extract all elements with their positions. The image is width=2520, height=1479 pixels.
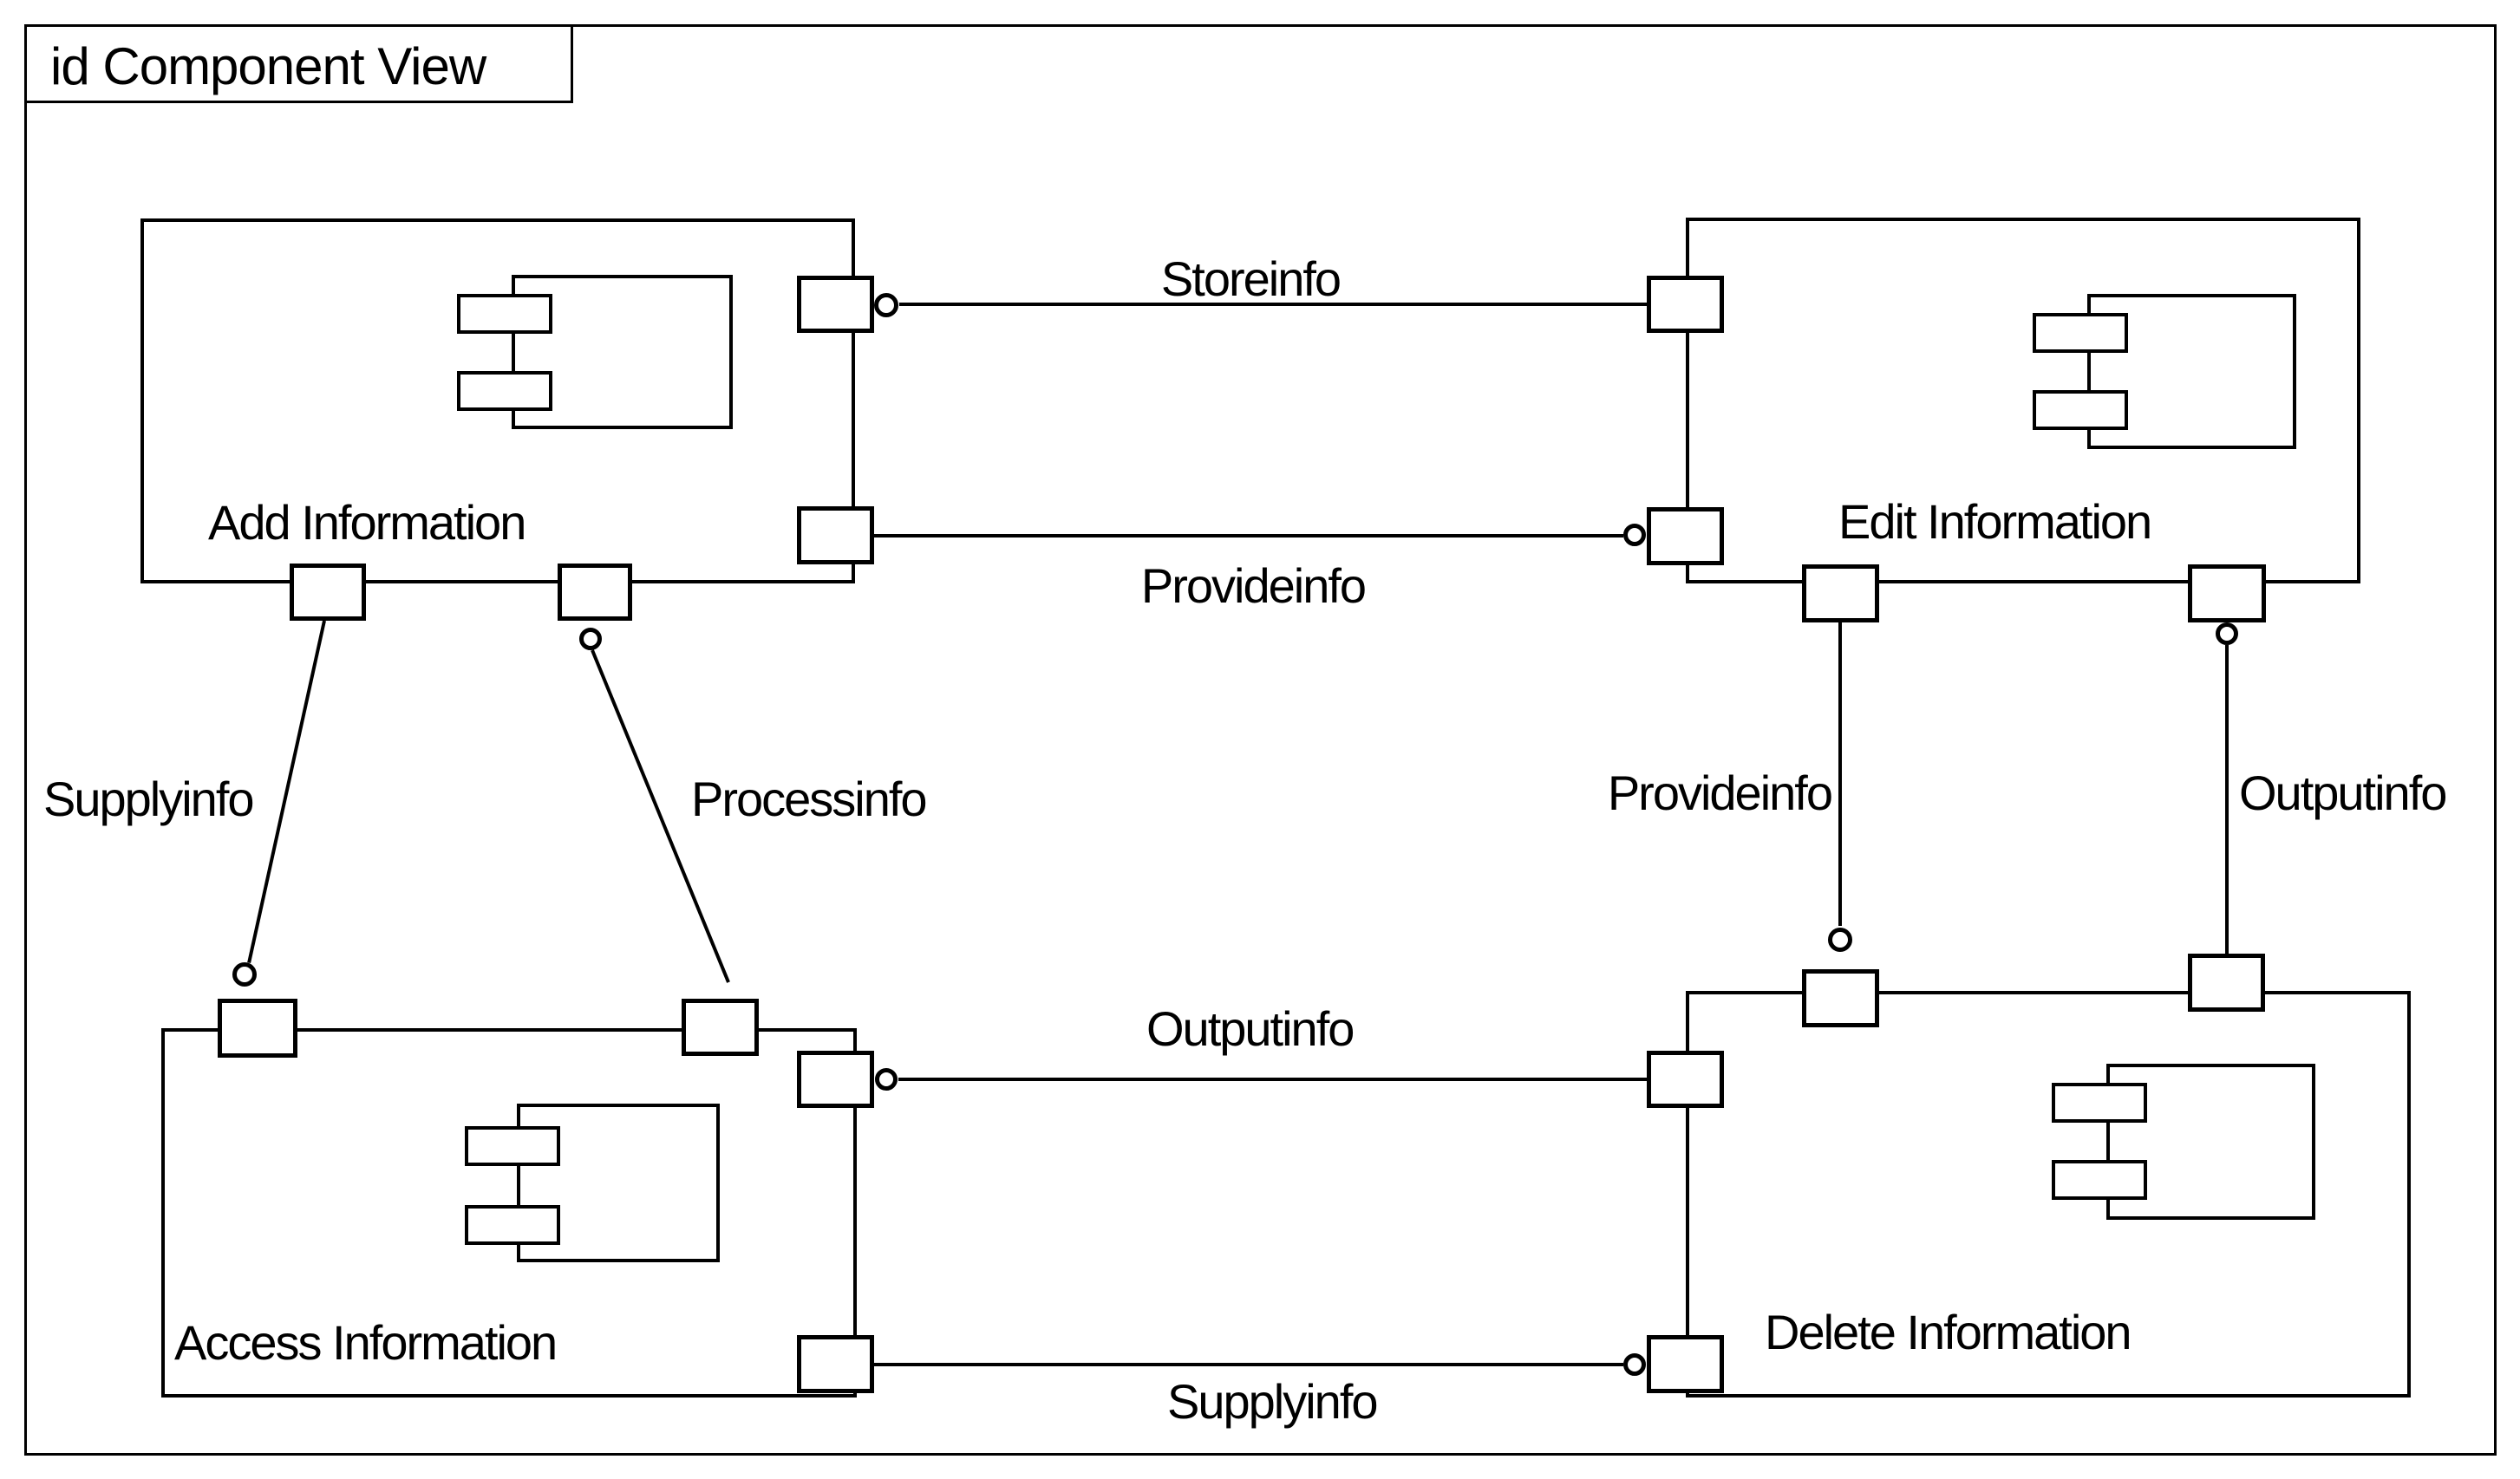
supplyinfo-bottom-label: Supplyinfo: [1167, 1374, 1379, 1429]
provideinfo-vertical-line: [1838, 622, 1842, 926]
port-access-top-right: [682, 999, 759, 1056]
port-access-right-upper: [797, 1051, 874, 1108]
port-edit-left-lower: [1647, 507, 1724, 565]
processinfo-label: Processinfo: [691, 772, 928, 826]
supplyinfo-bottom-interface-circle: [1623, 1353, 1646, 1376]
diagram-title: id Component View: [50, 37, 486, 95]
edit-information-component-icon-tab: [2033, 390, 2128, 430]
provideinfo-vertical-label: Provideinfo: [1607, 766, 1833, 820]
outputinfo-vertical-interface-circle: [2216, 622, 2238, 645]
outputinfo-middle-label: Outputinfo: [1146, 1001, 1355, 1056]
provideinfo-top-label: Provideinfo: [1140, 558, 1367, 613]
access-information-label: Access Information: [174, 1315, 558, 1370]
outputinfo-middle-line: [898, 1078, 1647, 1081]
port-edit-bottom-left: [1802, 564, 1879, 622]
add-information-component-icon: [512, 275, 733, 429]
processinfo-interface-circle: [579, 628, 602, 650]
diagram-frame: [24, 24, 2497, 1456]
port-delete-left-lower: [1647, 1335, 1724, 1393]
provideinfo-vertical-interface-circle: [1828, 928, 1852, 952]
outputinfo-middle-interface-circle: [875, 1068, 898, 1091]
edit-information-label: Edit Information: [1838, 494, 2152, 549]
delete-information-component-icon: [2106, 1064, 2315, 1220]
port-delete-left-upper: [1647, 1051, 1724, 1108]
port-edit-left-upper: [1647, 276, 1724, 333]
delete-information-label: Delete Information: [1765, 1305, 2132, 1359]
edit-information-component-icon-tab: [2033, 313, 2128, 353]
provideinfo-top-line: [874, 534, 1623, 538]
port-delete-top-right: [2188, 954, 2265, 1012]
storeinfo-line: [899, 303, 1647, 306]
outputinfo-vertical-line: [2225, 645, 2229, 954]
outputinfo-vertical-label: Outputinfo: [2239, 766, 2447, 820]
supplyinfo-bottom-line: [874, 1363, 1623, 1366]
storeinfo-label: Storeinfo: [1160, 251, 1342, 306]
add-information-component-icon-tab: [457, 294, 552, 334]
port-delete-top-left: [1802, 969, 1879, 1027]
storeinfo-interface-circle: [874, 293, 898, 317]
port-access-right-lower: [797, 1335, 874, 1393]
add-information-component-icon-tab: [457, 371, 552, 411]
add-information-box: [140, 218, 855, 583]
diagram-title-box: [24, 24, 573, 103]
edit-information-box: [1686, 218, 2360, 583]
port-add-bottom-left: [290, 564, 366, 621]
port-edit-bottom-right: [2188, 564, 2266, 622]
delete-information-component-icon-tab: [2052, 1083, 2147, 1123]
access-information-component-icon-tab: [465, 1126, 560, 1166]
edit-information-component-icon: [2087, 294, 2296, 449]
access-information-box: [161, 1028, 857, 1398]
port-add-right-lower: [797, 506, 874, 564]
port-add-right-upper: [797, 276, 874, 333]
supplyinfo-left-label: Supplyinfo: [43, 772, 255, 826]
access-information-component-icon: [517, 1104, 720, 1262]
port-access-top-left: [218, 999, 297, 1058]
provideinfo-top-interface-circle: [1623, 524, 1646, 546]
add-information-label: Add Information: [208, 495, 526, 550]
delete-information-component-icon-tab: [2052, 1160, 2147, 1200]
delete-information-box: [1686, 991, 2411, 1398]
access-information-component-icon-tab: [465, 1205, 560, 1245]
supplyinfo-left-interface-circle: [232, 962, 257, 987]
port-add-bottom-right: [558, 564, 632, 621]
